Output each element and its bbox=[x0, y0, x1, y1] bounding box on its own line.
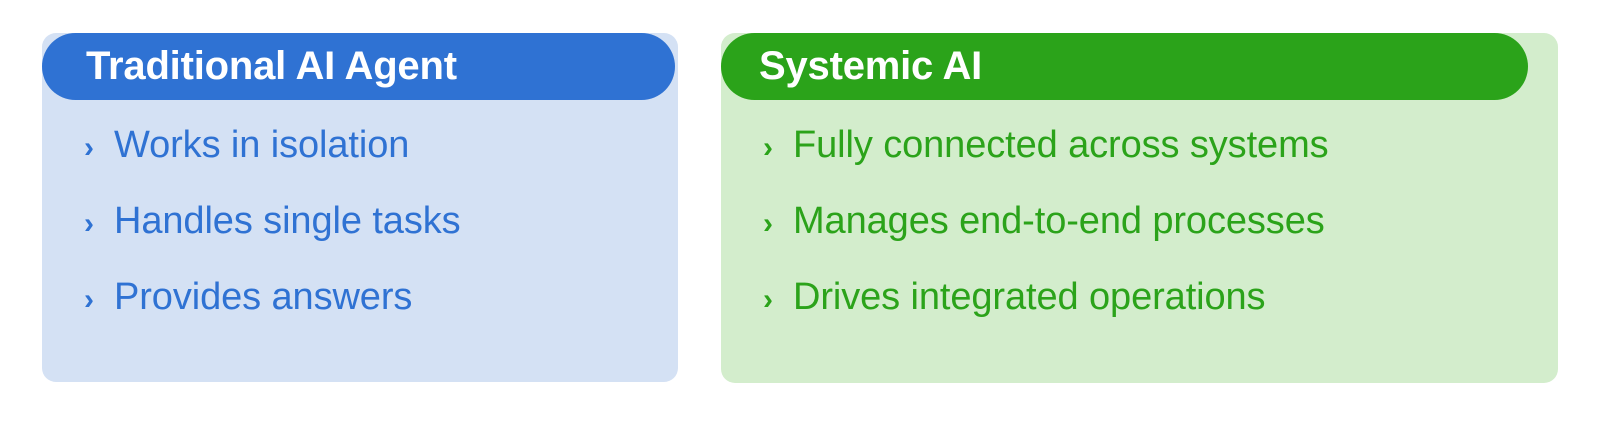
chevron-right-icon: › bbox=[84, 207, 94, 240]
list-item-label: Works in isolation bbox=[114, 124, 410, 166]
list-item-label: Provides answers bbox=[114, 276, 413, 318]
feature-list-traditional: › Works in isolation › Handles single ta… bbox=[42, 33, 678, 354]
card-traditional-ai-agent: Traditional AI Agent › Works in isolatio… bbox=[42, 33, 678, 382]
card-systemic-ai: Systemic AI › Fully connected across sys… bbox=[721, 33, 1558, 383]
chevron-right-icon: › bbox=[763, 207, 773, 240]
card-header-systemic: Systemic AI bbox=[721, 33, 1528, 100]
chevron-right-icon: › bbox=[763, 283, 773, 316]
list-item-label: Fully connected across systems bbox=[793, 124, 1329, 166]
list-item: › Handles single tasks bbox=[42, 202, 678, 278]
card-header-traditional: Traditional AI Agent bbox=[42, 33, 675, 100]
list-item: › Provides answers bbox=[42, 278, 678, 354]
list-item-label: Manages end-to-end processes bbox=[793, 200, 1325, 242]
chevron-right-icon: › bbox=[84, 131, 94, 164]
list-item-label: Handles single tasks bbox=[114, 200, 461, 242]
chevron-right-icon: › bbox=[84, 283, 94, 316]
chevron-right-icon: › bbox=[763, 131, 773, 164]
feature-list-systemic: › Fully connected across systems › Manag… bbox=[721, 33, 1558, 354]
list-item-label: Drives integrated operations bbox=[793, 276, 1266, 318]
card-title-traditional: Traditional AI Agent bbox=[86, 43, 457, 88]
list-item: › Fully connected across systems bbox=[721, 126, 1558, 202]
card-title-systemic: Systemic AI bbox=[759, 43, 983, 88]
list-item: › Manages end-to-end processes bbox=[721, 202, 1558, 278]
list-item: › Works in isolation bbox=[42, 126, 678, 202]
list-item: › Drives integrated operations bbox=[721, 278, 1558, 354]
